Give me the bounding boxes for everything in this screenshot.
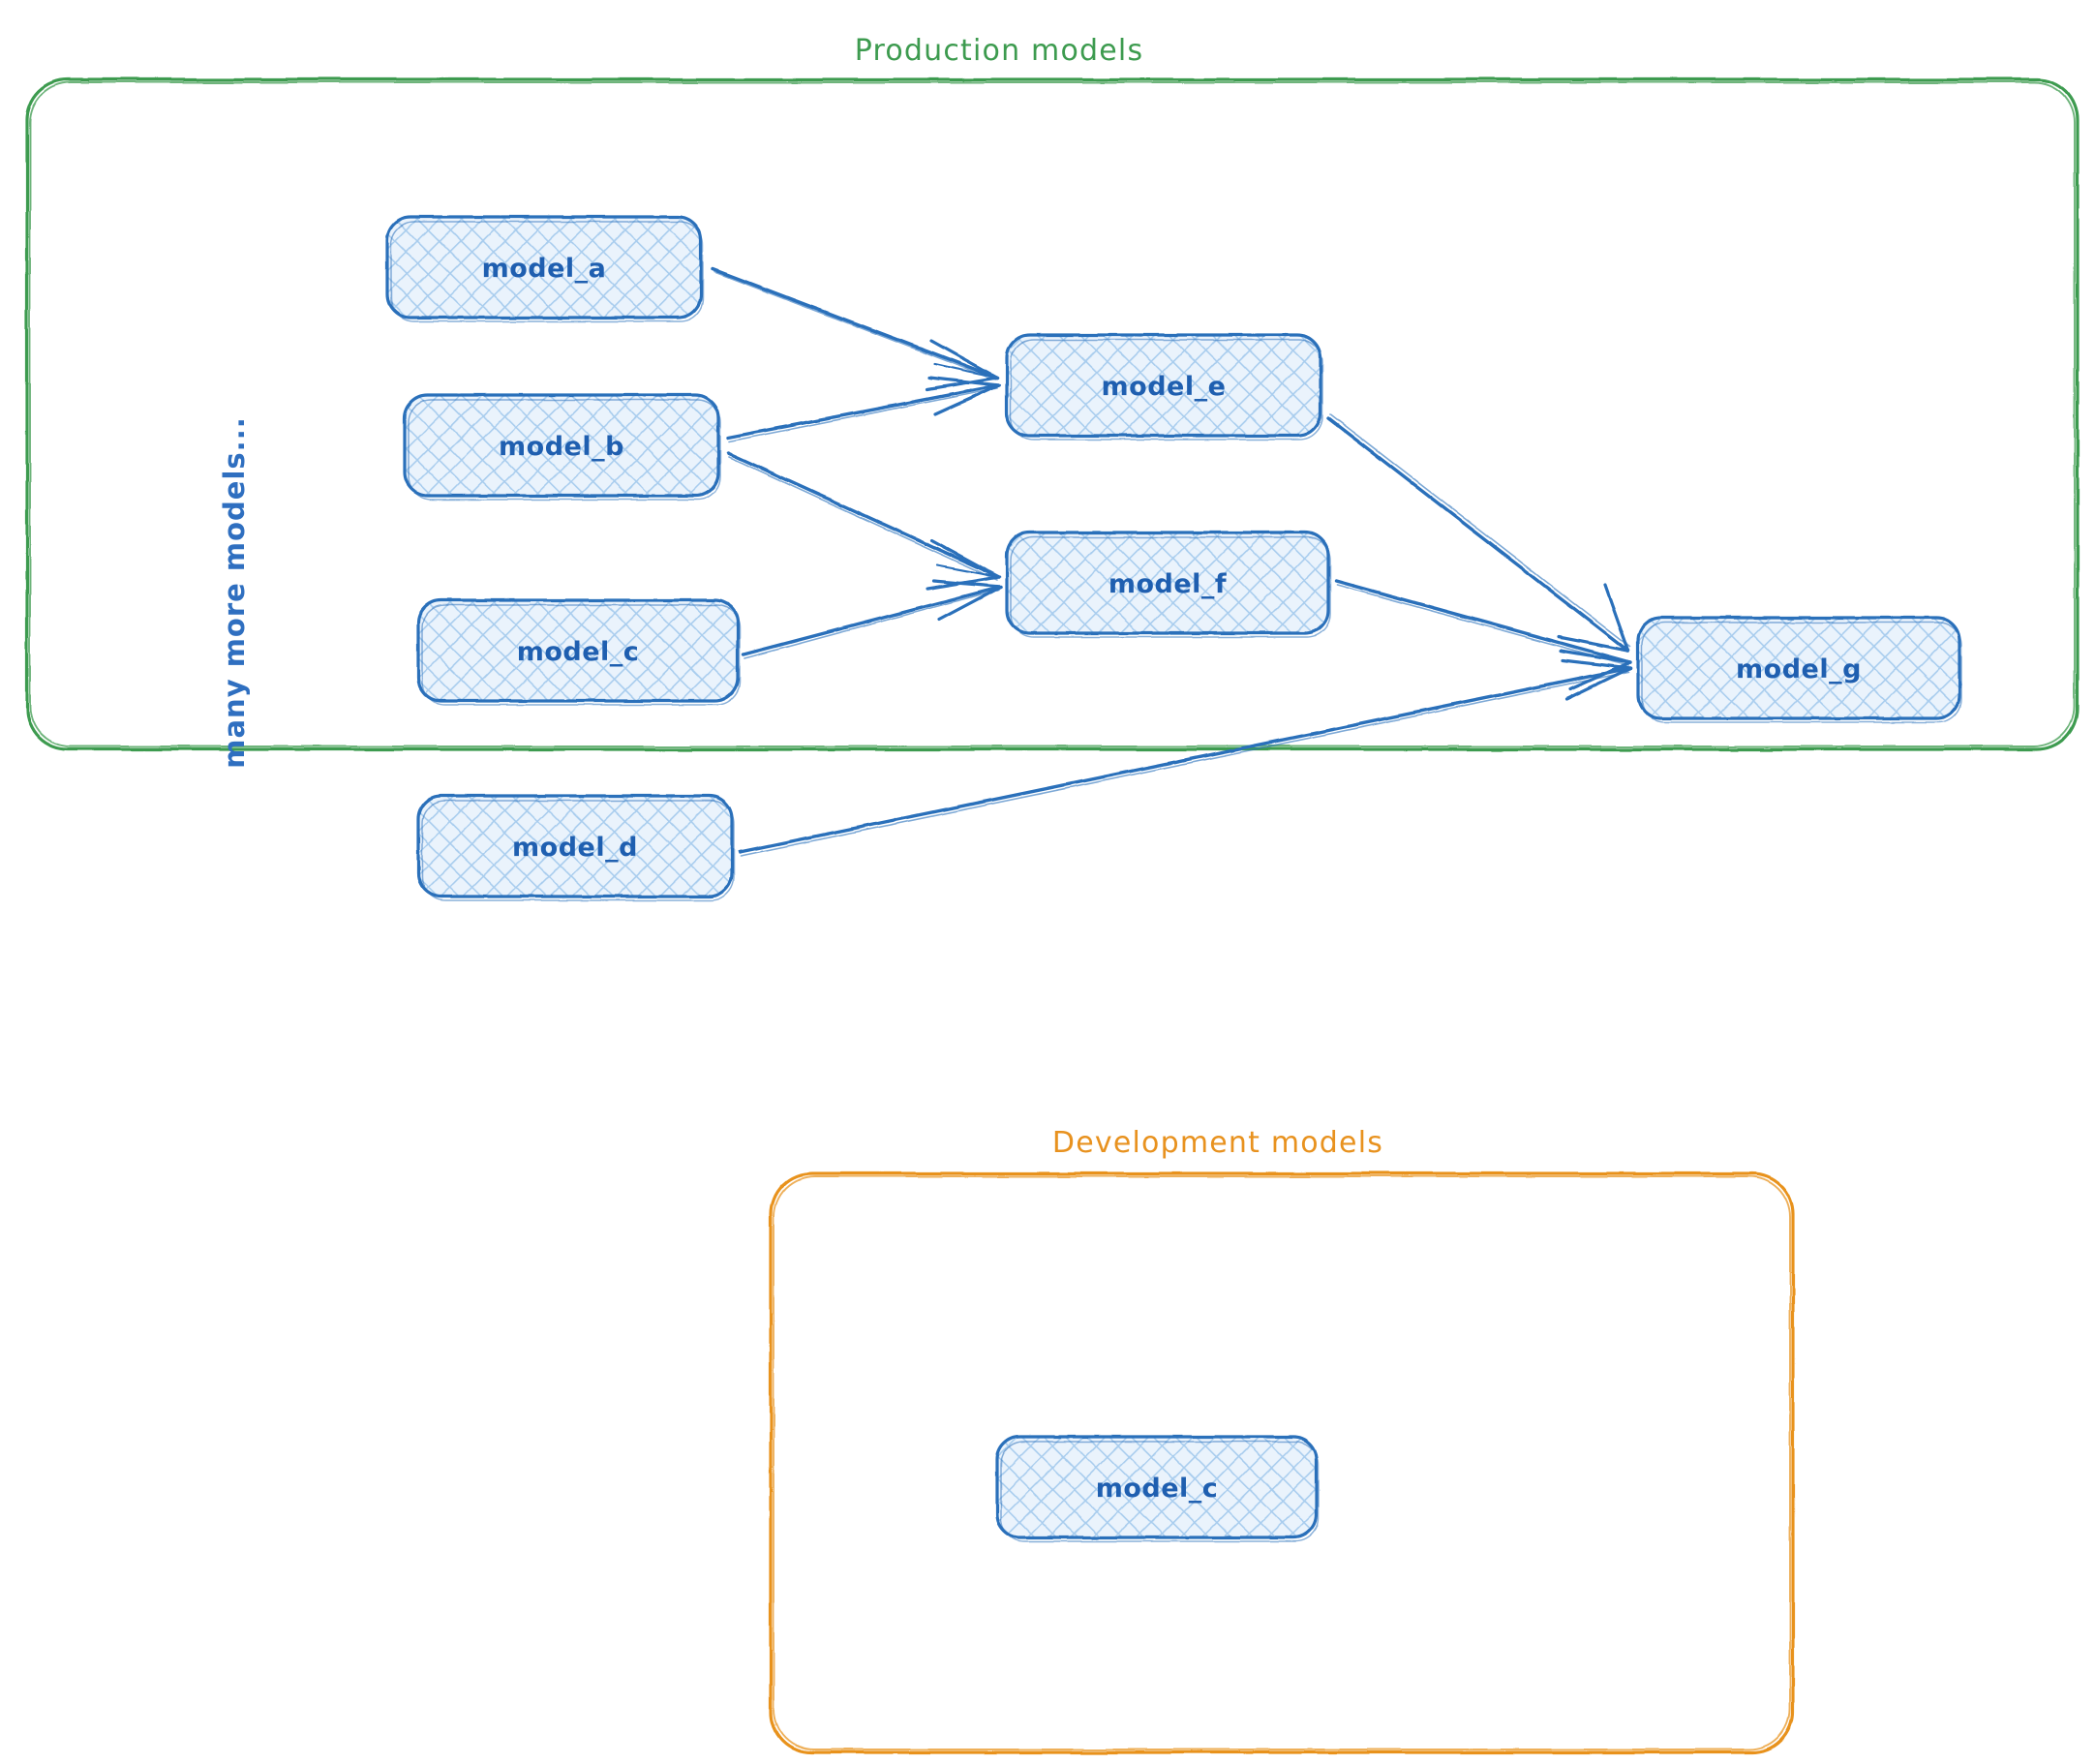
node-label: model_g bbox=[1736, 654, 1862, 684]
node-layer: model_a model_b model_c bbox=[385, 215, 1962, 1542]
group-container-development bbox=[769, 1171, 1795, 1754]
edge-model-e-to-model-g bbox=[1326, 413, 1631, 653]
node-model-g[interactable]: model_g bbox=[1636, 616, 1962, 723]
edge-model-f-to-model-g bbox=[1334, 579, 1632, 691]
production-border-echo bbox=[29, 81, 2076, 747]
edge-model-a-to-model-e bbox=[711, 267, 999, 391]
node-label: model_e bbox=[1102, 372, 1227, 402]
node-label: model_d bbox=[512, 833, 638, 863]
edge-model-b-to-model-e bbox=[726, 376, 1001, 442]
edge-model-b-to-model-f bbox=[726, 451, 1001, 591]
development-group-title: Development models bbox=[1052, 1126, 1383, 1160]
node-model-e[interactable]: model_e bbox=[1005, 333, 1323, 441]
group-container-production bbox=[25, 77, 2080, 751]
edge-layer bbox=[711, 267, 1632, 857]
node-dev-model-c[interactable]: model_c bbox=[995, 1435, 1320, 1542]
node-label: model_f bbox=[1108, 569, 1227, 599]
node-model-d[interactable]: model_d bbox=[416, 794, 735, 901]
node-model-a[interactable]: model_a bbox=[385, 215, 704, 322]
edge-model-d-to-model-g bbox=[738, 658, 1632, 857]
development-border bbox=[769, 1171, 1795, 1754]
node-label: model_b bbox=[499, 432, 624, 462]
edge-model-c-to-model-f bbox=[742, 579, 1003, 659]
production-group-title: Production models bbox=[855, 34, 1144, 68]
node-label: model_c bbox=[517, 637, 640, 667]
production-border bbox=[25, 77, 2080, 751]
development-border-echo bbox=[773, 1175, 1791, 1750]
node-model-f[interactable]: model_f bbox=[1005, 531, 1331, 638]
node-label: model_c bbox=[1096, 1474, 1219, 1504]
node-model-b[interactable]: model_b bbox=[403, 393, 721, 501]
node-label: model_a bbox=[482, 254, 607, 284]
many-more-models-label: many more models... bbox=[218, 416, 251, 768]
node-model-c[interactable]: model_c bbox=[416, 598, 741, 706]
